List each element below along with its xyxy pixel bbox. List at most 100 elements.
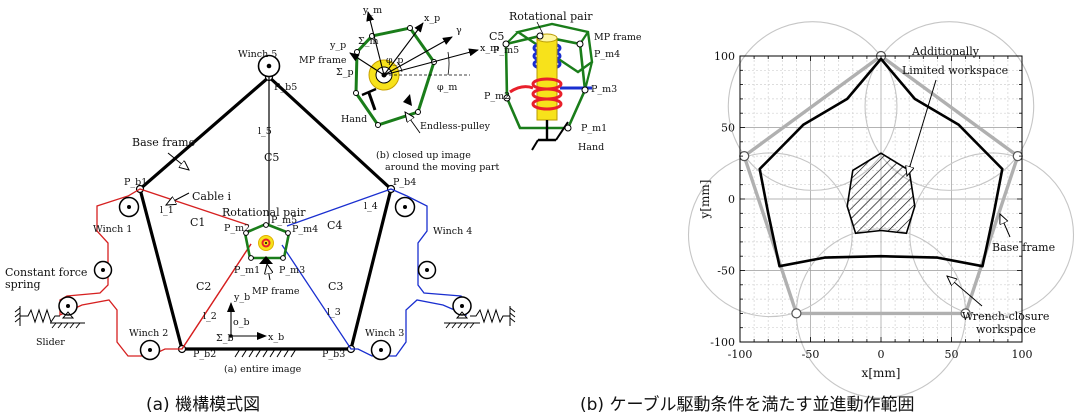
inset3d-label-pm4: P_m4 [594,49,620,60]
right-spring-slider [444,296,516,329]
x-tick-label: 100 [1012,348,1033,361]
label-slider: Slider [36,337,65,348]
label-c4: C4 [327,219,342,232]
label-c1: C1 [190,216,205,229]
label-spring: spring [5,278,41,291]
base-coord-frame [227,302,267,340]
label-l1: l_1 [160,205,174,216]
inset-label-sigma-p: Σ_p [336,67,354,78]
annot-limited-arrow [907,79,937,176]
label-l4: l_4 [364,201,378,212]
pulley-right-1-icon [417,260,437,280]
label-winch-3: Winch 3 [365,328,404,339]
y-tick-label: 0 [728,193,735,206]
wrench-closure-workspace [758,57,1004,268]
label-pb4: P_b4 [393,177,416,188]
workspace-chart: -100 -50 0 50 100 100 50 0 -50 -100 x[mm… [687,21,1075,399]
winch-4-icon [394,196,416,218]
label-pm1: P_m1 [234,265,260,276]
inset3d-label-rotational-pair: Rotational pair [509,10,593,23]
annot-wrench-arrow [947,276,983,307]
inset-caption-1: (b) closed up image [376,150,471,161]
caption-mechanism-diagram: (a) 機構模式図 [146,395,260,415]
inset3d-label-pm1: P_m1 [581,123,607,134]
label-winch-4: Winch 4 [433,226,472,237]
moving-platform [243,222,291,264]
inset-label-hand: Hand [341,114,367,125]
label-pm3: P_m3 [279,265,305,276]
label-l3: l_3 [327,307,341,318]
label-pb2: P_b2 [193,349,216,360]
inset-label-phi-p: φ_p [386,55,403,66]
boundary-circle [687,152,853,318]
y-tick-label: 100 [714,50,735,63]
label-pb5: P_b5 [274,82,297,93]
inset-label-gamma: γ [456,25,462,36]
y-tick-label: -50 [717,265,735,278]
x-tick-label: -50 [802,348,820,361]
annot-base-frame-arrow [1000,214,1011,238]
inset3d-label-pm2: P_m2 [484,91,510,102]
x-tick-label: 0 [878,348,885,361]
inset3d-label-mp-frame: MP frame [594,32,642,43]
label-l2: l_2 [203,311,217,322]
base-vertex-point [960,308,971,319]
label-pb1: P_b1 [124,177,147,188]
label-c2: C2 [196,280,211,293]
left-spring-slider [14,296,85,329]
boundary-circle [909,152,1075,318]
y-tick-label: 50 [721,122,735,135]
annot-limited-workspace: Limited workspace [902,64,1008,77]
inset-label-sigma-m: Σ_m [358,36,378,47]
label-winch-5: Winch 5 [238,49,277,60]
inset-label-yp: y_p [329,40,346,51]
cable-c2 [181,243,252,350]
inset-3d-rotational-pair: Rotational pair C5 MP frame P_m5 P_m4 P_… [484,10,642,153]
annot-additionally: Additionally [911,45,980,58]
boundary-circle [727,21,898,191]
label-c5: C5 [264,151,279,164]
annot-wrench-closure: Wrench-closure [962,310,1049,323]
label-mp-frame: MP frame [252,286,300,297]
label-cable-i: Cable i [192,190,232,203]
label-winch-2: Winch 2 [129,328,168,339]
inset-label-phi-m: φ_m [437,82,457,93]
caption-entire-image: (a) entire image [224,364,302,375]
boundary-circle [864,21,1035,191]
x-axis-label: x[mm] [862,366,901,380]
label-winch-1: Winch 1 [93,224,132,235]
label-pb3: P_b3 [322,349,345,360]
annot-wrench-workspace: workspace [976,323,1036,336]
label-sigma-b: Σ_b [216,333,234,344]
label-ob: o_b [233,317,250,328]
inset-label-mp-frame: MP frame [299,55,347,66]
label-c3: C3 [328,280,343,293]
label-pm2: P_m2 [224,223,250,234]
inset-caption-2: around the moving part [385,162,499,173]
label-pm4: P_m4 [292,224,318,235]
inset3d-label-pm5: P_m5 [493,45,519,56]
inset-label-xm: x_m [480,43,499,54]
label-xb: x_b [268,332,284,343]
inset-label-xp: x_p [424,13,440,24]
ground-hatch [234,348,297,358]
x-tick-label: -100 [728,348,753,361]
inset-closeup: y_m x_p y_p Σ_m γ x_m MP frame Σ_p φ_p φ… [299,5,499,173]
inset3d-label-c5: C5 [489,30,504,43]
inset3d-label-pm3: P_m3 [591,84,617,95]
inset-label-ym: y_m [362,5,382,16]
caption-workspace: (b) ケーブル駆動条件を満たす並進動作範囲 [580,394,914,415]
label-yb: y_b [233,292,250,303]
base-frame-arrow [167,152,189,170]
y-tick-label: -100 [710,336,735,349]
label-constant-force: Constant force [5,266,87,279]
label-base-frame: Base frame [132,136,195,149]
pulley-left-1-icon [93,260,113,280]
label-pm5: P_m5 [271,215,297,226]
mp-frame-arrow [267,264,270,281]
winch-3-icon [370,339,392,361]
base-vertex-point [791,308,802,319]
y-axis-label: y[mm] [698,180,712,220]
x-tick-label: 50 [945,348,959,361]
